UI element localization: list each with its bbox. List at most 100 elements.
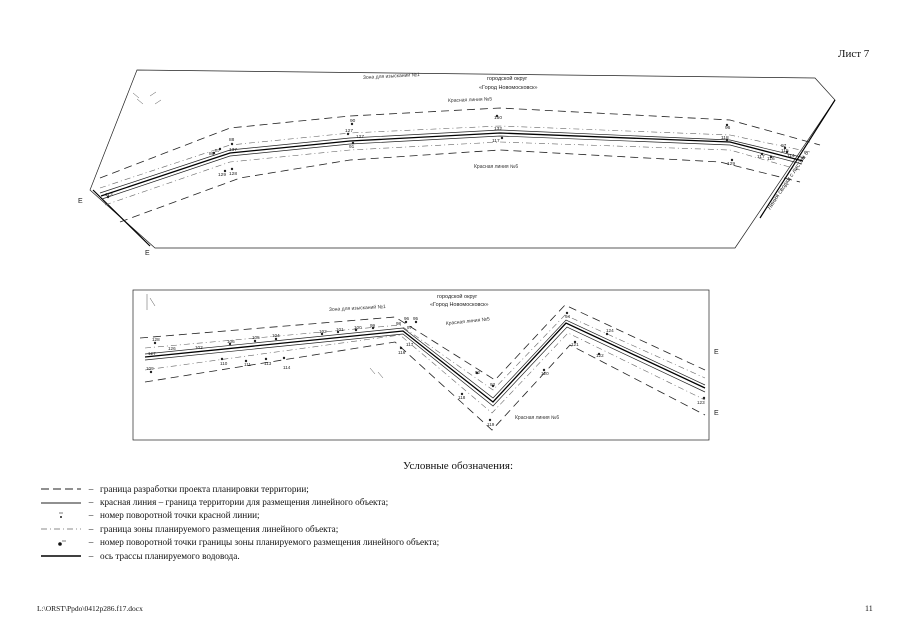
legend-item: – ось трассы планируемого водовода. xyxy=(40,549,600,562)
top-red-line-lower-label: Красная линия №6 xyxy=(474,164,518,170)
legend-sample-solid-line xyxy=(41,502,81,504)
point-label: 116 xyxy=(767,156,775,162)
bottom-district-label-2: «Город Новомосковск» xyxy=(430,302,489,308)
page-number: 11 xyxy=(865,604,873,613)
bottom-red-line-upper-label: Красная линия №5 xyxy=(446,316,491,327)
legend-item: – граница зоны планируемого размещения л… xyxy=(40,522,600,535)
point-label: 114 xyxy=(283,365,291,370)
red-line-b xyxy=(144,326,706,407)
zone-boundary-bottom xyxy=(104,141,801,206)
point-label: 119 xyxy=(487,422,495,427)
point-label: 129 xyxy=(727,161,735,167)
footer-file-path: L:\ORST\Ppdo\0412p286.f17.docx xyxy=(37,604,143,613)
point-label: 128 xyxy=(229,171,237,177)
pipeline-axis xyxy=(100,132,804,197)
point-label: 122 xyxy=(596,353,604,358)
bottom-red-line-lower-label: Красная линия №6 xyxy=(515,415,559,421)
legend-dash: – xyxy=(88,537,94,548)
point-label: 88 xyxy=(229,137,235,143)
point-label: 100 xyxy=(354,325,362,330)
point-label: 109 xyxy=(146,366,154,371)
point-label: 111 xyxy=(244,362,251,367)
point-label: 123 xyxy=(697,400,705,405)
point-label: 113 xyxy=(105,192,113,198)
legend-dash: – xyxy=(88,550,94,561)
point-label: 97 xyxy=(407,325,413,330)
legend-text: красная линия – граница территории для р… xyxy=(100,497,389,508)
top-map-frame xyxy=(89,69,836,249)
terrain-marks xyxy=(132,91,162,105)
point-label: 117 xyxy=(406,342,414,347)
point-label: 91 xyxy=(349,144,355,150)
top-zone-label: Зона для изысканий №1 xyxy=(363,71,420,81)
section-line-left xyxy=(92,189,151,247)
top-district-label-1: городской округ xyxy=(487,75,527,82)
top-section-marker-b: Е xyxy=(145,250,150,257)
legend-text: номер поворотной точки красной линии; xyxy=(100,510,260,521)
point-label: 92 xyxy=(475,370,481,375)
top-points: 88 87 86 137 129 128 90 127 127 91 150 1… xyxy=(105,114,795,199)
point-label: 94 xyxy=(565,314,571,319)
point-label: 127 xyxy=(148,351,156,356)
point-label: 102 xyxy=(319,329,327,334)
point-label: 98 xyxy=(396,321,402,326)
point-label: 96 xyxy=(404,316,410,321)
legend-text: номер поворотной точки границы зоны план… xyxy=(100,537,440,548)
point-label: 117 xyxy=(757,154,765,160)
point-label: 95 xyxy=(413,316,419,321)
zone-boundary-upper xyxy=(144,314,706,391)
legend-sample-long-dash xyxy=(41,488,81,490)
legend-item: – номер поворотной точки границы зоны пл… xyxy=(40,536,600,549)
bottom-section-marker-b: Е xyxy=(714,410,719,417)
point-label: 105 xyxy=(252,335,260,340)
development-boundary-upper xyxy=(139,304,706,381)
point-label: 113 xyxy=(264,361,272,366)
legend-dash: – xyxy=(88,497,94,508)
point-label: 96 xyxy=(725,125,731,131)
point-label: 90 xyxy=(350,118,356,124)
legend-item: – граница разработки проекта планировки … xyxy=(40,482,600,495)
bottom-map: городской округ «Город Новомосковск» Зон… xyxy=(132,289,719,441)
development-boundary-bottom xyxy=(119,149,801,223)
bottom-points: 128 127 109 126 106 105 104 103 110 111 … xyxy=(146,311,706,427)
point-label: 116 xyxy=(398,350,406,355)
legend-item: – номер поворотной точки красной линии; xyxy=(40,509,600,522)
point-label: 110 xyxy=(220,361,228,366)
planning-drawing: городской округ «Город Новомосковск» Зон… xyxy=(78,69,836,441)
point-label: 106 xyxy=(227,339,235,344)
point-label: 99 xyxy=(370,323,376,328)
point-label: 137 xyxy=(229,147,237,153)
legend: – граница разработки проекта планировки … xyxy=(40,482,600,562)
bottom-section-marker-a: Е xyxy=(714,349,719,356)
legend-dash: – xyxy=(88,523,94,534)
point-label: 115 xyxy=(781,148,789,154)
bottom-zone-label: Зона для изысканий №1 xyxy=(329,303,386,313)
point-label: 124 xyxy=(606,328,614,333)
legend-dash: – xyxy=(88,483,94,494)
legend-sample-dash-dot xyxy=(41,529,81,530)
top-red-line-upper-label: Красная линия №5 xyxy=(448,96,493,104)
legend-item: – красная линия – граница территории для… xyxy=(40,495,600,508)
red-line-upper xyxy=(99,129,806,194)
point-label: 103 xyxy=(195,345,203,350)
legend-text: граница зоны планируемого размещения лин… xyxy=(100,523,339,534)
bottom-map-frame xyxy=(132,289,710,441)
pipeline-axis-bottom xyxy=(144,322,706,403)
development-boundary-lower xyxy=(144,341,706,431)
top-map: городской округ «Город Новомосковск» Зон… xyxy=(78,69,836,257)
point-label: 118 xyxy=(721,135,729,141)
point-label: 87 xyxy=(215,148,221,154)
legend-sample-zone-point xyxy=(58,540,66,546)
sheet-label: Лист 7 xyxy=(838,48,870,60)
legend-sample-point-mark xyxy=(59,512,63,518)
point-label: 150 xyxy=(494,115,502,121)
red-line-a xyxy=(144,319,706,399)
legend-text: ось трассы планируемого водовода. xyxy=(100,550,240,561)
top-section-marker-a: Е xyxy=(78,198,83,205)
point-label: 128 xyxy=(152,337,160,342)
legend-dash: – xyxy=(88,510,94,521)
development-boundary-top xyxy=(99,107,821,179)
point-label: 104 xyxy=(272,333,280,338)
point-label: 114 xyxy=(787,153,795,159)
red-line-lower xyxy=(101,135,803,200)
